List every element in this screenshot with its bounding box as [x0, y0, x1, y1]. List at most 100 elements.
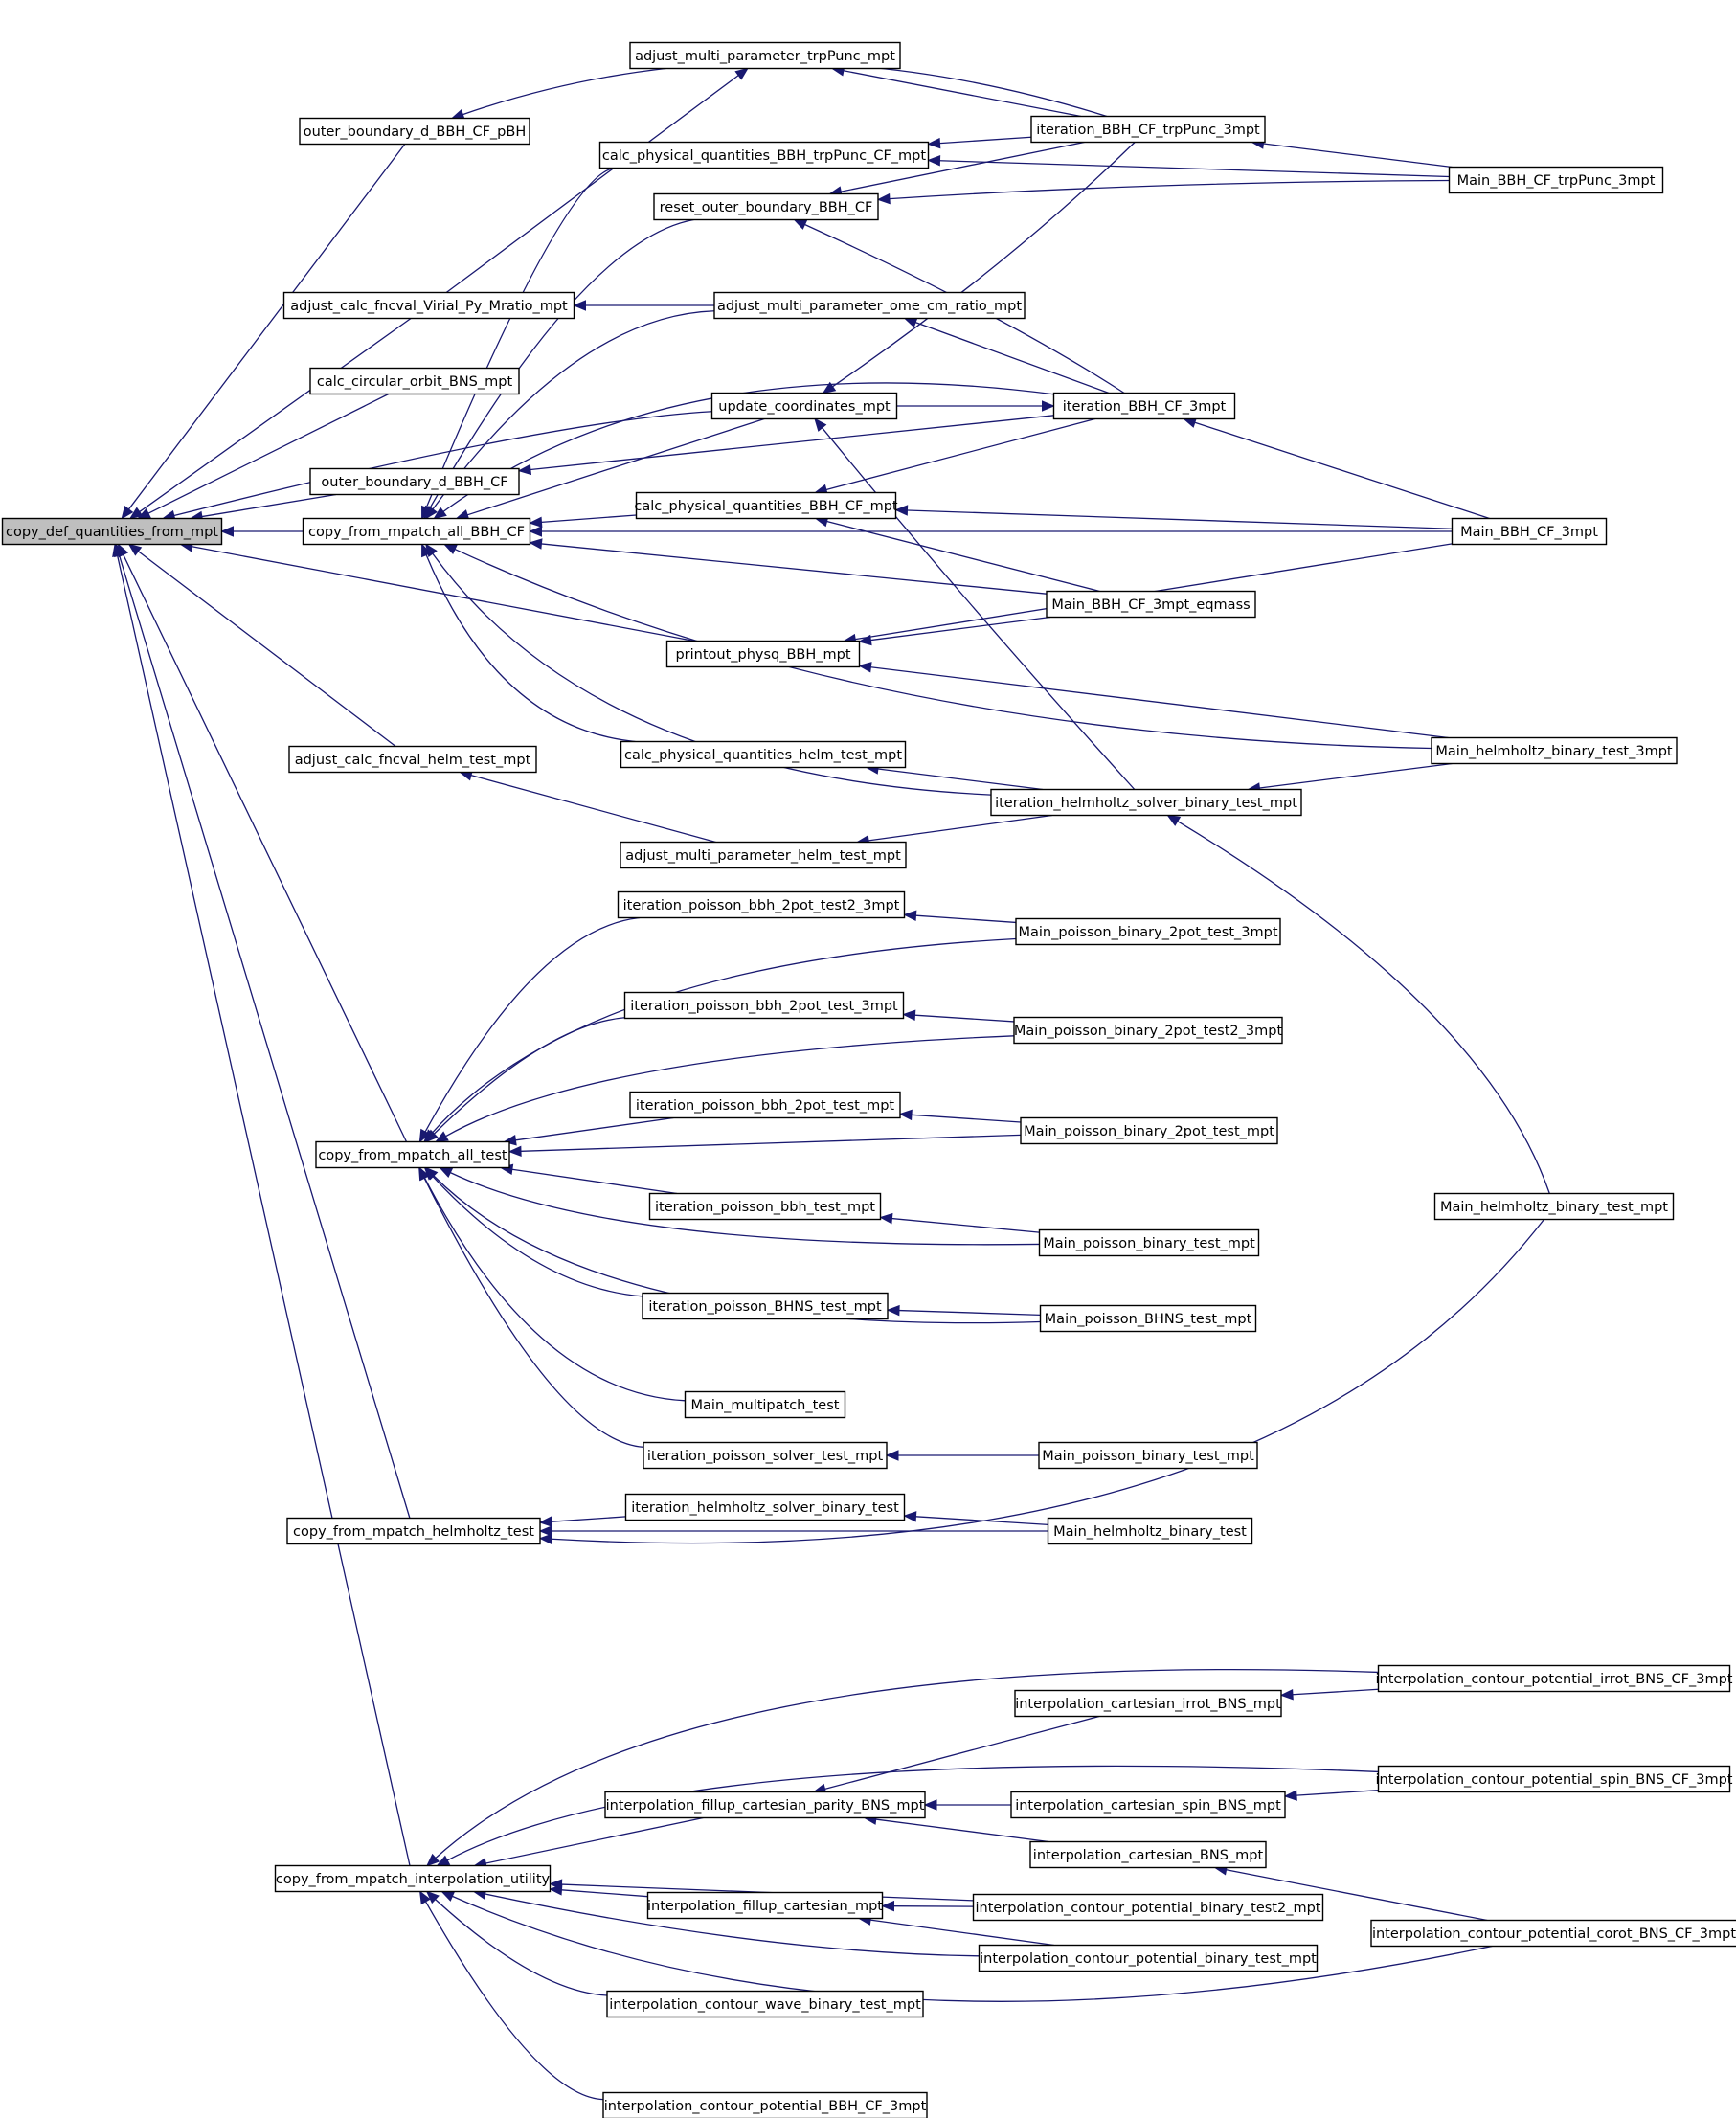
node-n41[interactable]: interpolation_contour_potential_irrot_BN… — [1376, 1664, 1733, 1693]
node-n43[interactable]: interpolation_fillup_cartesian_parity_BN… — [604, 1791, 926, 1819]
node-n26[interactable]: Main_poisson_binary_2pot_test2_3mpt — [1013, 1016, 1283, 1045]
node-box[interactable] — [1433, 1192, 1675, 1221]
node-n17[interactable]: printout_physq_BBH_mpt — [665, 640, 861, 668]
node-box[interactable] — [1015, 917, 1281, 946]
node-box[interactable] — [713, 291, 1026, 320]
node-box[interactable] — [972, 1893, 1324, 1922]
node-n36[interactable]: iteration_poisson_solver_test_mpt — [643, 1441, 888, 1470]
node-box[interactable] — [978, 1944, 1319, 1972]
node-n7[interactable]: adjust_calc_fncval_Virial_Py_Mratio_mpt — [282, 291, 575, 320]
node-n20[interactable]: adjust_calc_fncval_helm_test_mpt — [288, 745, 537, 774]
node-box[interactable] — [1020, 1116, 1278, 1145]
node-n27[interactable]: iteration_poisson_bbh_2pot_test_mpt — [629, 1091, 901, 1119]
node-box[interactable] — [629, 1091, 901, 1119]
node-n10[interactable]: update_coordinates_mpt — [710, 392, 898, 420]
node-n3[interactable]: iteration_BBH_CF_trpPunc_3mpt — [1030, 115, 1266, 144]
node-box[interactable] — [646, 1891, 884, 1920]
node-n15[interactable]: Main_BBH_CF_3mpt — [1451, 517, 1608, 546]
node-n28[interactable]: Main_poisson_binary_2pot_test_mpt — [1020, 1116, 1278, 1145]
node-box[interactable] — [629, 41, 901, 70]
node-box[interactable] — [990, 788, 1302, 817]
node-n12[interactable]: outer_boundary_d_BBH_CF — [309, 467, 520, 496]
node-box[interactable] — [710, 392, 898, 420]
node-box[interactable] — [642, 1292, 889, 1320]
node-box[interactable] — [1047, 1517, 1253, 1545]
node-n35[interactable]: Main_multipatch_test — [684, 1390, 846, 1419]
node-box[interactable] — [1046, 590, 1256, 619]
node-box[interactable] — [623, 991, 905, 1020]
node-box[interactable] — [1052, 392, 1236, 420]
node-n19[interactable]: Main_helmholtz_binary_test_3mpt — [1431, 736, 1678, 765]
node-box[interactable] — [286, 1517, 541, 1545]
node-n8[interactable]: adjust_multi_parameter_ome_cm_ratio_mpt — [713, 291, 1026, 320]
node-box[interactable] — [1013, 1016, 1283, 1045]
node-box[interactable] — [602, 2091, 928, 2118]
node-box[interactable] — [1030, 115, 1266, 144]
node-box[interactable] — [309, 367, 520, 395]
node-n22[interactable]: adjust_multi_parameter_helm_test_mpt — [620, 841, 907, 869]
node-n31[interactable]: Main_helmholtz_binary_test_mpt — [1433, 1192, 1675, 1221]
node-n9[interactable]: calc_circular_orbit_BNS_mpt — [309, 367, 520, 395]
node-n14[interactable]: copy_from_mpatch_all_BBH_CF — [302, 517, 531, 546]
node-n29[interactable]: copy_from_mpatch_all_test — [315, 1140, 510, 1169]
node-box[interactable] — [665, 640, 861, 668]
node-box[interactable] — [1431, 736, 1678, 765]
node-box[interactable] — [635, 491, 897, 520]
node-box[interactable] — [1010, 1791, 1286, 1819]
node-n52[interactable]: interpolation_contour_wave_binary_test_m… — [606, 1990, 924, 2018]
node-box[interactable] — [1014, 1689, 1282, 1718]
node-box[interactable] — [1038, 1228, 1260, 1257]
node-n21[interactable]: iteration_helmholtz_solver_binary_test_m… — [990, 788, 1302, 817]
node-n45[interactable]: interpolation_contour_potential_spin_BNS… — [1376, 1765, 1733, 1793]
node-box[interactable] — [617, 890, 906, 919]
node-n46[interactable]: interpolation_cartesian_BNS_mpt — [1029, 1840, 1267, 1869]
node-n50[interactable]: interpolation_contour_potential_corot_BN… — [1370, 1919, 1736, 1948]
node-n32[interactable]: Main_poisson_binary_test_mpt — [1038, 1228, 1260, 1257]
node-box[interactable] — [648, 1192, 882, 1221]
node-n38[interactable]: iteration_helmholtz_solver_binary_test — [624, 1493, 906, 1521]
node-n51[interactable]: interpolation_contour_potential_binary_t… — [978, 1944, 1319, 1972]
node-n18[interactable]: calc_physical_quantities_helm_test_mpt — [620, 740, 907, 769]
node-box[interactable] — [288, 745, 537, 774]
node-box[interactable] — [1038, 1441, 1258, 1470]
node-box[interactable] — [309, 467, 520, 496]
node-n13[interactable]: calc_physical_quantities_BBH_CF_mpt — [634, 491, 898, 520]
node-n48[interactable]: interpolation_fillup_cartesian_mpt — [646, 1891, 884, 1920]
node-box[interactable] — [299, 117, 530, 146]
node-box[interactable] — [643, 1441, 888, 1470]
node-box[interactable] — [315, 1140, 510, 1169]
node-box[interactable] — [653, 192, 879, 221]
node-box[interactable] — [1, 517, 223, 546]
node-n23[interactable]: iteration_poisson_bbh_2pot_test2_3mpt — [617, 890, 906, 919]
node-box[interactable] — [1448, 166, 1664, 194]
node-box[interactable] — [282, 291, 575, 320]
node-n53[interactable]: interpolation_contour_potential_BBH_CF_3… — [602, 2091, 928, 2118]
node-n0[interactable]: copy_def_quantities_from_mpt — [1, 517, 223, 546]
node-box[interactable] — [604, 1791, 926, 1819]
node-box[interactable] — [274, 1864, 552, 1893]
node-box[interactable] — [620, 740, 907, 769]
node-box[interactable] — [1377, 1664, 1731, 1693]
node-n30[interactable]: iteration_poisson_bbh_test_mpt — [648, 1192, 882, 1221]
node-box[interactable] — [620, 841, 907, 869]
node-n11[interactable]: iteration_BBH_CF_3mpt — [1052, 392, 1236, 420]
node-n16[interactable]: Main_BBH_CF_3mpt_eqmass — [1046, 590, 1256, 619]
node-n44[interactable]: interpolation_cartesian_spin_BNS_mpt — [1010, 1791, 1286, 1819]
node-box[interactable] — [684, 1390, 846, 1419]
node-n39[interactable]: copy_from_mpatch_helmholtz_test — [286, 1517, 541, 1545]
node-n6[interactable]: reset_outer_boundary_BBH_CF — [653, 192, 879, 221]
node-box[interactable] — [624, 1493, 906, 1521]
node-n1[interactable]: outer_boundary_d_BBH_CF_pBH — [299, 117, 530, 146]
node-box[interactable] — [1370, 1919, 1736, 1948]
node-n2[interactable]: adjust_multi_parameter_trpPunc_mpt — [629, 41, 901, 70]
node-box[interactable] — [1029, 1840, 1267, 1869]
node-n42[interactable]: interpolation_cartesian_irrot_BNS_mpt — [1014, 1689, 1282, 1718]
node-box[interactable] — [598, 141, 930, 169]
node-n40[interactable]: Main_helmholtz_binary_test — [1047, 1517, 1253, 1545]
node-n24[interactable]: Main_poisson_binary_2pot_test_3mpt — [1015, 917, 1281, 946]
node-n33[interactable]: iteration_poisson_BHNS_test_mpt — [642, 1292, 889, 1320]
node-box[interactable] — [606, 1990, 924, 2018]
node-n34[interactable]: Main_poisson_BHNS_test_mpt — [1039, 1304, 1257, 1333]
node-n37[interactable]: Main_poisson_binary_test_mpt — [1038, 1441, 1258, 1470]
node-n5[interactable]: calc_physical_quantities_BBH_trpPunc_CF_… — [598, 141, 930, 169]
